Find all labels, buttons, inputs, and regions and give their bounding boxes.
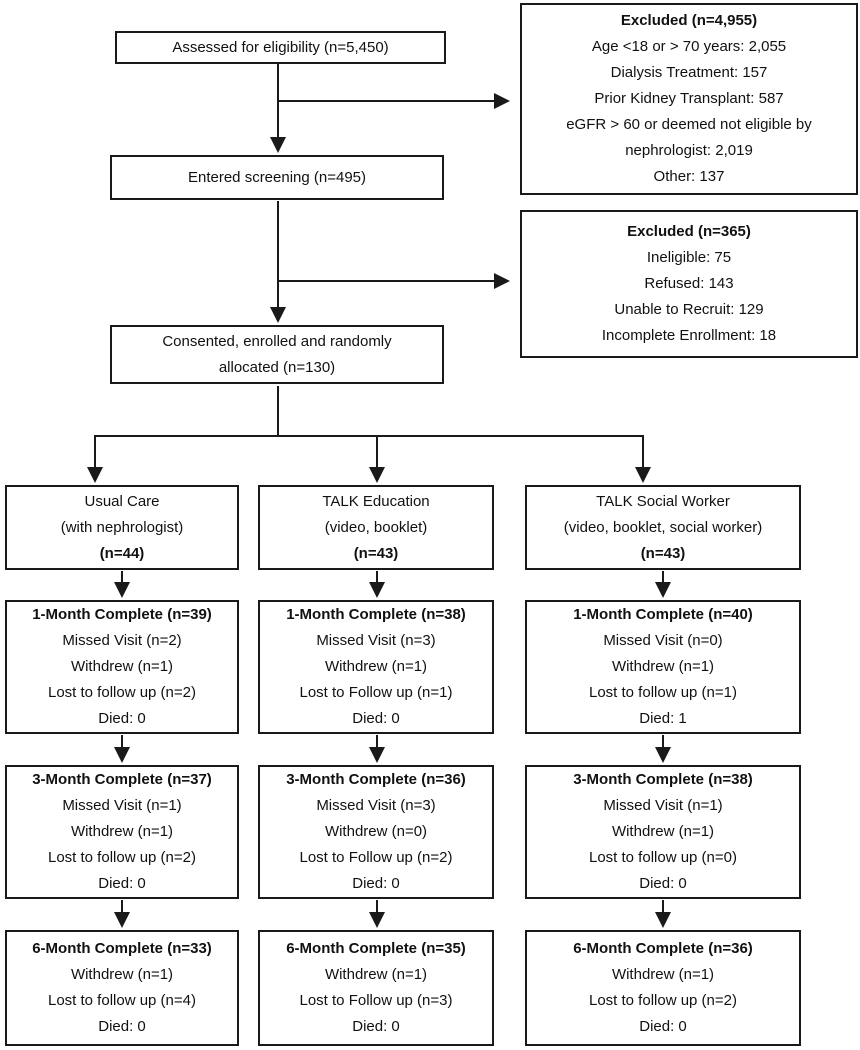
- followup-line: Withdrew (n=1): [611, 658, 715, 675]
- excluded-line: Prior Kidney Transplant: 587: [594, 90, 784, 107]
- followup-box-6month-talk-education: 6-Month Complete (n=35) Withdrew (n=1) L…: [258, 930, 494, 1046]
- followup-line: Died: 0: [98, 710, 146, 727]
- followup-box-3month-talk-social-worker: 3-Month Complete (n=38) Missed Visit (n=…: [525, 765, 801, 899]
- followup-line: Missed Visit (n=3): [316, 632, 436, 649]
- followup-title: 6-Month Complete (n=36): [573, 940, 753, 957]
- followup-line: Missed Visit (n=1): [62, 797, 182, 814]
- followup-title: 1-Month Complete (n=40): [573, 606, 753, 623]
- arm-box-talk-social-worker: TALK Social Worker (video, booklet, soci…: [525, 485, 801, 570]
- followup-line: Died: 0: [639, 1018, 687, 1035]
- arm-name: Usual Care: [84, 492, 160, 510]
- followup-line: Died: 0: [98, 1018, 146, 1035]
- followup-title: 1-Month Complete (n=39): [32, 606, 212, 623]
- followup-line: Withdrew (n=1): [611, 966, 715, 983]
- arm-name: TALK Education: [322, 492, 430, 510]
- followup-line: Died: 0: [352, 875, 400, 892]
- followup-line: Withdrew (n=1): [70, 823, 174, 840]
- followup-line: Missed Visit (n=1): [603, 797, 723, 814]
- followup-line: Withdrew (n=1): [70, 658, 174, 675]
- followup-title: 3-Month Complete (n=37): [32, 771, 212, 788]
- followup-line: Withdrew (n=1): [324, 658, 428, 675]
- followup-line: Died: 0: [352, 1018, 400, 1035]
- excluded-line: Age <18 or > 70 years: 2,055: [591, 38, 787, 55]
- entered-screening-label: Entered screening (n=495): [187, 168, 367, 186]
- consented-line: Consented, enrolled and randomly: [162, 332, 392, 350]
- followup-title: 3-Month Complete (n=36): [286, 771, 466, 788]
- excluded-enrollment-box: Excluded (n=365) Ineligible: 75 Refused:…: [520, 210, 858, 358]
- followup-line: Lost to follow up (n=2): [47, 849, 196, 866]
- followup-line: Lost to Follow up (n=2): [299, 849, 453, 866]
- excluded-line: Other: 137: [653, 168, 725, 185]
- arm-box-usual-care: Usual Care (with nephrologist) (n=44): [5, 485, 239, 570]
- followup-title: 1-Month Complete (n=38): [286, 606, 466, 623]
- consented-line: allocated (n=130): [218, 358, 336, 376]
- followup-line: Missed Visit (n=3): [316, 797, 436, 814]
- followup-line: Lost to follow up (n=4): [47, 992, 196, 1009]
- followup-line: Withdrew (n=0): [324, 823, 428, 840]
- followup-box-1month-talk-social-worker: 1-Month Complete (n=40) Missed Visit (n=…: [525, 600, 801, 734]
- followup-line: Died: 1: [639, 710, 687, 727]
- arm-detail: (with nephrologist): [60, 518, 184, 536]
- followup-line: Lost to follow up (n=2): [588, 992, 737, 1009]
- followup-line: Withdrew (n=1): [611, 823, 715, 840]
- followup-line: Lost to follow up (n=1): [588, 684, 737, 701]
- arm-n: (n=43): [353, 544, 399, 562]
- followup-box-3month-usual-care: 3-Month Complete (n=37) Missed Visit (n=…: [5, 765, 239, 899]
- assessed-label: Assessed for eligibility (n=5,450): [172, 38, 389, 56]
- followup-line: Missed Visit (n=2): [62, 632, 182, 649]
- arm-name: TALK Social Worker: [596, 492, 730, 510]
- excluded-line: Ineligible: 75: [646, 249, 732, 266]
- followup-box-6month-usual-care: 6-Month Complete (n=33) Withdrew (n=1) L…: [5, 930, 239, 1046]
- excluded-line: Refused: 143: [644, 275, 734, 292]
- followup-line: Lost to Follow up (n=3): [299, 992, 453, 1009]
- followup-line: Died: 0: [639, 875, 687, 892]
- followup-line: Withdrew (n=1): [70, 966, 174, 983]
- arm-n: (n=43): [640, 544, 686, 562]
- followup-box-1month-usual-care: 1-Month Complete (n=39) Missed Visit (n=…: [5, 600, 239, 734]
- followup-box-3month-talk-education: 3-Month Complete (n=36) Missed Visit (n=…: [258, 765, 494, 899]
- followup-title: 6-Month Complete (n=35): [286, 940, 466, 957]
- consented-box: Consented, enrolled and randomly allocat…: [110, 325, 444, 384]
- followup-title: 6-Month Complete (n=33): [32, 940, 212, 957]
- excluded-line: Dialysis Treatment: 157: [610, 64, 768, 81]
- followup-title: 3-Month Complete (n=38): [573, 771, 753, 788]
- followup-line: Died: 0: [352, 710, 400, 727]
- entered-screening-box: Entered screening (n=495): [110, 155, 444, 200]
- followup-line: Died: 0: [98, 875, 146, 892]
- followup-line: Lost to follow up (n=0): [588, 849, 737, 866]
- followup-line: Withdrew (n=1): [324, 966, 428, 983]
- followup-line: Missed Visit (n=0): [603, 632, 723, 649]
- assessed-box: Assessed for eligibility (n=5,450): [115, 31, 446, 64]
- followup-box-6month-talk-social-worker: 6-Month Complete (n=36) Withdrew (n=1) L…: [525, 930, 801, 1046]
- excluded-line: Unable to Recruit: 129: [614, 301, 764, 318]
- followup-box-1month-talk-education: 1-Month Complete (n=38) Missed Visit (n=…: [258, 600, 494, 734]
- followup-line: Lost to Follow up (n=1): [299, 684, 453, 701]
- arm-detail: (video, booklet, social worker): [563, 518, 763, 536]
- excluded-screening-box: Excluded (n=4,955) Age <18 or > 70 years…: [520, 3, 858, 195]
- arm-n: (n=44): [99, 544, 145, 562]
- excluded-enrollment-title: Excluded (n=365): [627, 223, 751, 240]
- followup-line: Lost to follow up (n=2): [47, 684, 196, 701]
- excluded-screening-title: Excluded (n=4,955): [620, 12, 758, 29]
- excluded-line: eGFR > 60 or deemed not eligible by neph…: [566, 116, 812, 159]
- arm-box-talk-education: TALK Education (video, booklet) (n=43): [258, 485, 494, 570]
- arm-detail: (video, booklet): [324, 518, 428, 536]
- excluded-line: Incomplete Enrollment: 18: [601, 327, 777, 344]
